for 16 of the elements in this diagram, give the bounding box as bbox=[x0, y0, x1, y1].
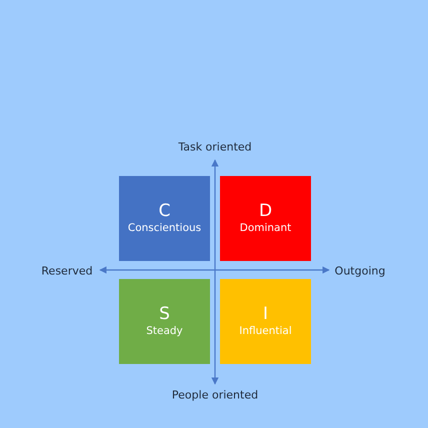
axis-label: People oriented bbox=[172, 388, 258, 402]
quadrant-box bbox=[119, 176, 210, 261]
quadrant-letter: I bbox=[262, 304, 268, 325]
quadrant-box bbox=[119, 279, 210, 364]
quadrant-label: Steady bbox=[146, 324, 183, 339]
quadrant-letter: D bbox=[258, 201, 272, 222]
axis-label: Outgoing bbox=[334, 264, 386, 278]
quadrant-label: Conscientious bbox=[128, 222, 202, 236]
quadrant-letter: S bbox=[159, 304, 170, 325]
quadrant-label: Dominant bbox=[240, 222, 292, 236]
quadrant-letter: C bbox=[158, 201, 170, 222]
axis-label: Reserved bbox=[41, 264, 93, 278]
quadrant-box bbox=[220, 279, 311, 364]
quadrant-box bbox=[220, 176, 311, 261]
quadrant-label: Influential bbox=[239, 324, 292, 339]
axis-label: Task oriented bbox=[178, 140, 252, 154]
